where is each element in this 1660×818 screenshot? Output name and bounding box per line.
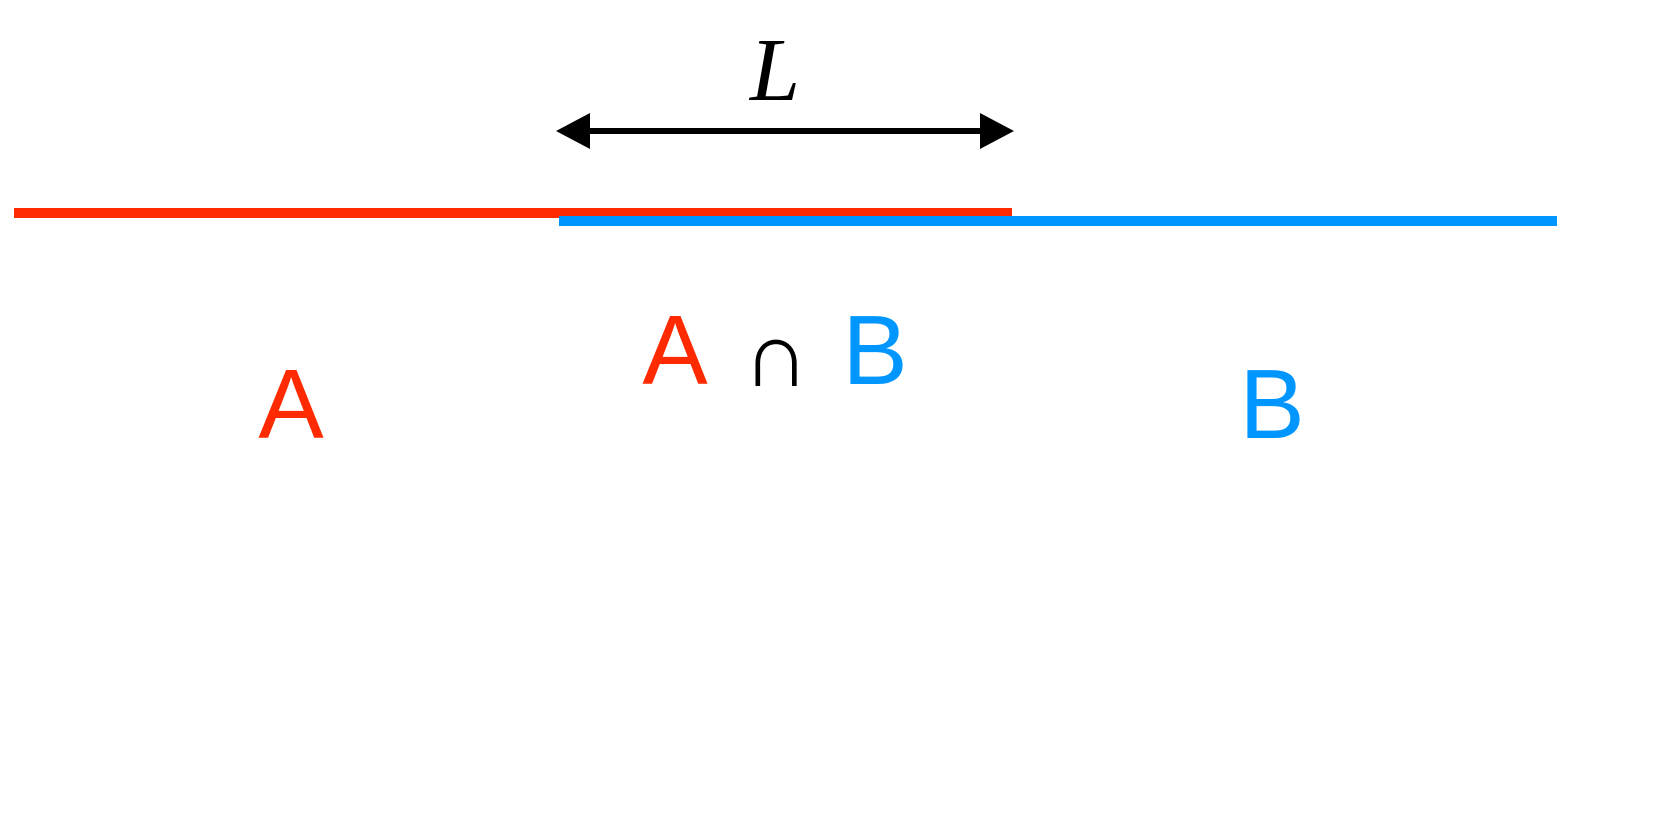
length-arrow: [556, 113, 1014, 149]
length-label: L: [748, 21, 800, 120]
intersection-label: A ∩ B: [642, 295, 907, 406]
set-a-label: A: [258, 349, 324, 459]
length-arrow-left-head: [556, 113, 590, 149]
length-arrow-right-head: [980, 113, 1014, 149]
intersection-right-label: B: [842, 295, 907, 405]
intersection-left-label: A: [642, 295, 708, 405]
set-b-label: B: [1239, 349, 1304, 459]
intersection-operator: ∩: [743, 304, 809, 406]
